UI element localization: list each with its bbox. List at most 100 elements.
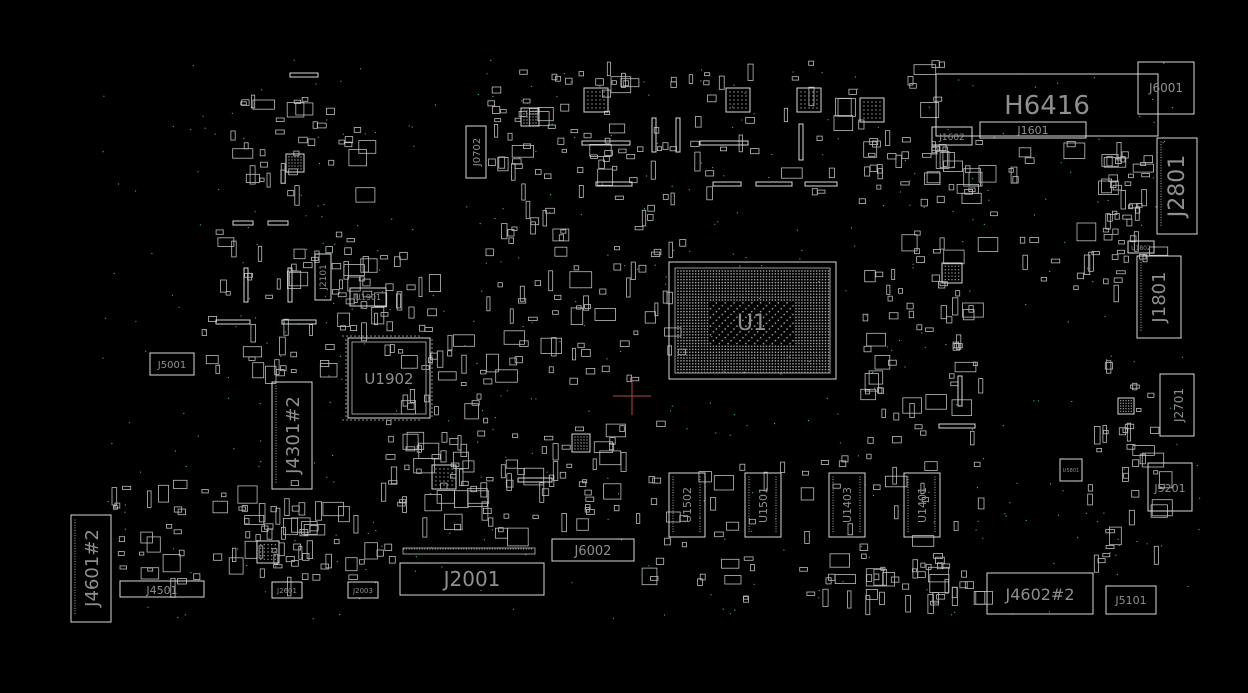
pad-dot [447,480,449,482]
bga-ball [786,284,788,287]
bga-ball [742,275,744,278]
passive-component [388,556,396,564]
via-dot [612,617,615,619]
bga-ball [798,331,800,333]
bga-ball [762,299,765,301]
bga-ball [756,273,759,275]
passive-component [909,403,915,419]
bga-ball [742,360,744,362]
bga-ball [786,319,788,322]
connector-pin [1160,144,1162,146]
bga-ball [745,357,747,359]
connector-pin [832,486,834,488]
component-u1501[interactable]: U1501 [744,472,782,538]
component-h6416[interactable]: H6416 [935,73,1159,137]
passive-component [601,365,610,373]
bga-ball [780,293,783,296]
via-dot [204,127,206,129]
component-u1802[interactable]: U1802 [1127,240,1155,254]
passive-component [570,307,584,325]
connector-pin [1140,308,1142,310]
passive-component [480,369,487,375]
bga-ball [815,284,818,287]
component-j5001[interactable]: J5001 [149,352,195,376]
bga-ball [750,354,753,356]
bga-ball [804,313,806,316]
component-u1902[interactable]: U1902 [347,337,431,419]
component-u1502[interactable]: U1502 [668,472,706,538]
component-j4501[interactable]: J4501 [119,580,205,598]
passive-component [353,127,362,133]
component-j2801[interactable]: J2801 [1156,137,1198,235]
pad-dot [804,107,806,109]
bga-ball [756,368,759,371]
component-j2701[interactable]: J2701 [1159,373,1195,437]
bga-ball [703,360,706,362]
component-j4601-2[interactable]: J4601#2 [70,514,112,623]
component-j1801[interactable]: J1801 [1136,255,1182,339]
component-u1403[interactable]: U1403 [828,472,866,538]
bga-ball [771,281,774,284]
strip-component [938,423,976,429]
via-dot [774,423,776,425]
component-u1401[interactable]: U1401 [903,472,941,538]
bga-ball [801,278,803,281]
bga-ball [703,270,706,272]
component-j5201[interactable]: J5201 [1147,462,1193,512]
component-j6002[interactable]: J6002 [551,538,635,562]
component-j2003[interactable]: J2003 [347,581,379,599]
via-dot [739,265,741,267]
connector-pin [1160,172,1162,174]
component-j2601[interactable]: J2601 [271,581,303,599]
connector-pin [907,510,909,512]
bga-ball [806,287,809,290]
component-j2101[interactable]: J2101 [314,253,332,301]
bga-ball [709,296,712,298]
component-u1[interactable]: U1 [668,261,837,380]
connector-pin [699,499,701,501]
via-dot [788,356,790,358]
bga-ball [694,351,697,354]
bga-ball [774,273,777,275]
bga-ball [804,299,806,301]
passive-component [1132,382,1138,391]
component-j1602[interactable]: J1602 [931,126,973,146]
component-j2001[interactable]: J2001 [399,547,545,596]
passive-component [298,502,306,516]
component-u5801[interactable]: U5801 [1059,458,1083,482]
connector-pin [934,499,936,501]
via-dot [688,189,690,191]
via-dot [1064,241,1066,243]
pad-dot [944,272,946,274]
bga-ball [759,296,762,298]
pad-dot [443,480,445,482]
passive-component [427,308,438,317]
component-j1601[interactable]: J1601 [979,121,1087,139]
bga-ball [815,371,818,374]
bga-ball [750,348,753,351]
via-dot [636,268,639,270]
bga-ball [677,362,679,365]
bga-ball [745,270,747,272]
component-j4301-2[interactable]: J4301#2 [271,381,313,490]
component-label-u1802: U1802 [1131,245,1151,252]
passive-component [111,487,118,506]
component-j4602-2[interactable]: J4602#2 [986,572,1094,615]
component-j0702[interactable]: J0702 [465,125,487,179]
bga-ball [709,325,712,327]
bga-ball [798,360,800,362]
passive-component [576,305,582,310]
passive-component [301,573,309,580]
passive-component [422,517,428,538]
component-j5101[interactable]: J5101 [1105,585,1157,615]
component-j6001[interactable]: J6001 [1137,61,1195,115]
bga-ball [691,287,694,290]
component-u1901[interactable]: U1901 [349,287,387,307]
via-dot [975,529,977,531]
passive-component [594,307,616,321]
passive-component [471,400,480,406]
bga-ball [818,293,821,296]
bga-ball [739,275,741,278]
bga-ball [683,302,685,304]
